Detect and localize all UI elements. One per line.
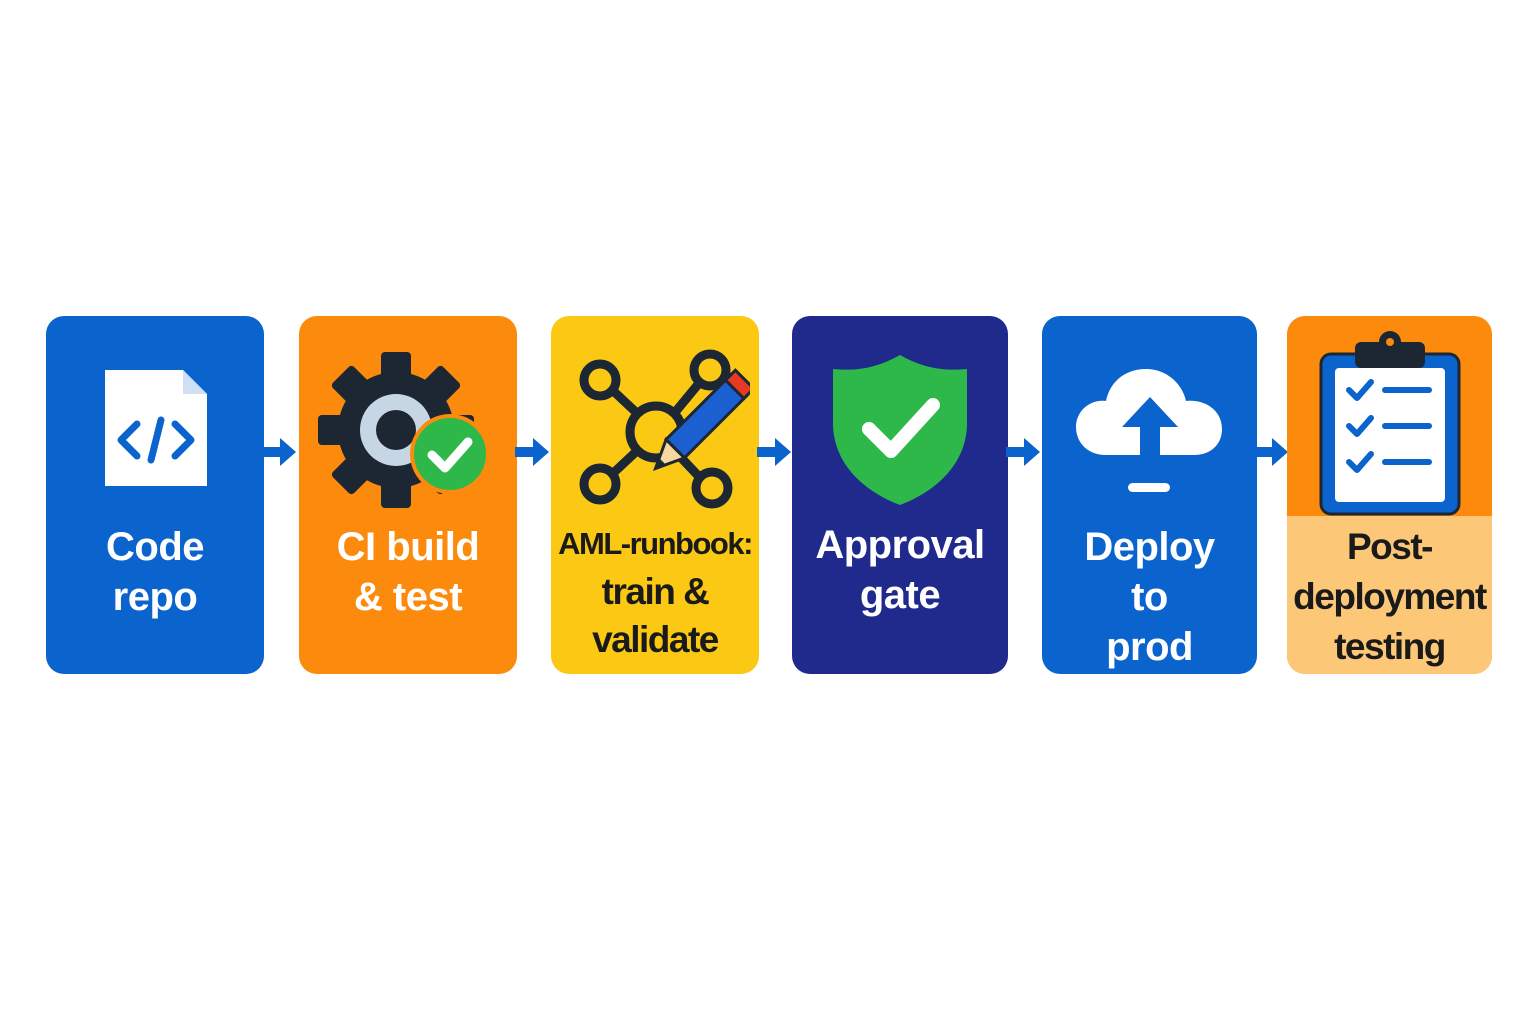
arrow-right-icon: [515, 438, 549, 466]
step-ci-build: CI build & test: [299, 316, 517, 674]
step-label: Approval gate: [815, 523, 985, 617]
step-deploy-prod: Deploy to prod: [1042, 316, 1257, 674]
step-label: AML-runbook: train & validate: [558, 526, 753, 660]
step-label: Post- deployment testing: [1293, 526, 1487, 667]
clipboard-checklist-icon: [1287, 328, 1492, 518]
step-label: Deploy to prod: [1084, 525, 1215, 669]
label-panel: [1287, 516, 1492, 674]
gear-check-icon: [299, 338, 517, 518]
arrow-right-icon: [1254, 438, 1288, 466]
arrow-right-icon: [262, 438, 296, 466]
step-label: Code repo: [106, 525, 205, 619]
shield-check-icon: [792, 338, 1008, 518]
arrow-right-icon: [1006, 438, 1040, 466]
step-approval-gate: Approval gate: [792, 316, 1008, 674]
cloud-upload-icon: [1042, 338, 1257, 518]
step-post-deployment: Post- deployment testing: [1287, 316, 1492, 674]
step-label: CI build & test: [336, 525, 480, 619]
code-file-icon: [46, 338, 264, 518]
step-aml-runbook: AML-runbook: train & validate: [551, 316, 759, 674]
arrow-right-icon: [757, 438, 791, 466]
network-pencil-icon: [551, 338, 759, 518]
step-code-repo: Code repo: [46, 316, 264, 674]
